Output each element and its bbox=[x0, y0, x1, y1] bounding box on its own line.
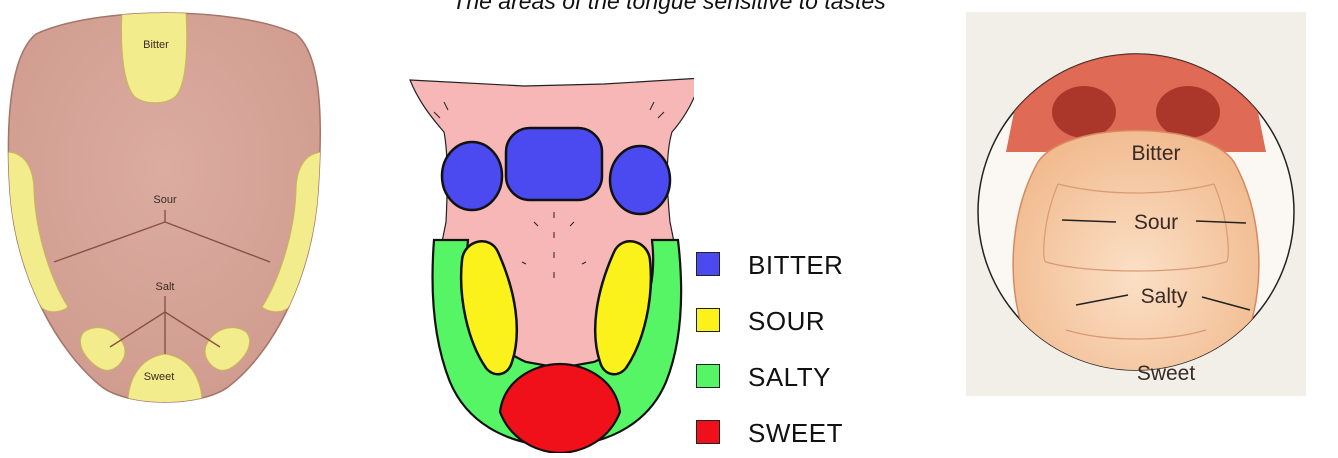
tongue-map-cartoon: BITTER SOUR SALTY SWEET bbox=[404, 72, 904, 453]
label-sweet: Sweet bbox=[144, 371, 175, 383]
legend-item-sour: SOUR bbox=[696, 306, 896, 336]
legend-label-salty: SALTY bbox=[748, 362, 831, 392]
legend-swatch-salty bbox=[696, 364, 720, 388]
legend-swatch-sour bbox=[696, 308, 720, 332]
tongue-map-illustration-svg: Bitter Sour Salt Sweet bbox=[6, 12, 324, 412]
bitter-zone-left bbox=[442, 142, 502, 210]
legend-label-bitter: BITTER bbox=[748, 250, 843, 280]
legend-swatch-sweet bbox=[696, 420, 720, 444]
tongue-cartoon-svg bbox=[404, 72, 694, 453]
bitter-zone-right bbox=[610, 146, 670, 214]
sketch-throat-left bbox=[1052, 86, 1116, 138]
sketch-label-sweet: Sweet bbox=[1137, 362, 1196, 385]
bitter-zone bbox=[122, 12, 187, 103]
sketch-label-sour: Sour bbox=[1134, 211, 1178, 234]
legend-item-salty: SALTY bbox=[696, 362, 896, 392]
tongue-map-illustration: Bitter Sour Salt Sweet bbox=[6, 12, 324, 412]
legend-item-bitter: BITTER bbox=[696, 250, 896, 280]
legend-item-sweet: SWEET bbox=[696, 418, 896, 448]
legend-label-sour: SOUR bbox=[748, 306, 825, 336]
sketch-throat-right bbox=[1156, 86, 1220, 138]
label-bitter: Bitter bbox=[143, 39, 169, 51]
tongue-map-sketch: Bitter Sour Salty Sweet bbox=[966, 12, 1306, 396]
legend-swatch-bitter bbox=[696, 252, 720, 276]
sketch-label-bitter: Bitter bbox=[1131, 142, 1180, 165]
label-sour: Sour bbox=[153, 194, 177, 206]
bitter-zone-center bbox=[506, 128, 602, 200]
legend-label-sweet: SWEET bbox=[748, 418, 843, 448]
sketch-label-salty: Salty bbox=[1141, 285, 1188, 308]
tongue-sketch-svg: Bitter Sour Salty Sweet bbox=[966, 12, 1306, 396]
label-salt: Salt bbox=[156, 281, 175, 293]
